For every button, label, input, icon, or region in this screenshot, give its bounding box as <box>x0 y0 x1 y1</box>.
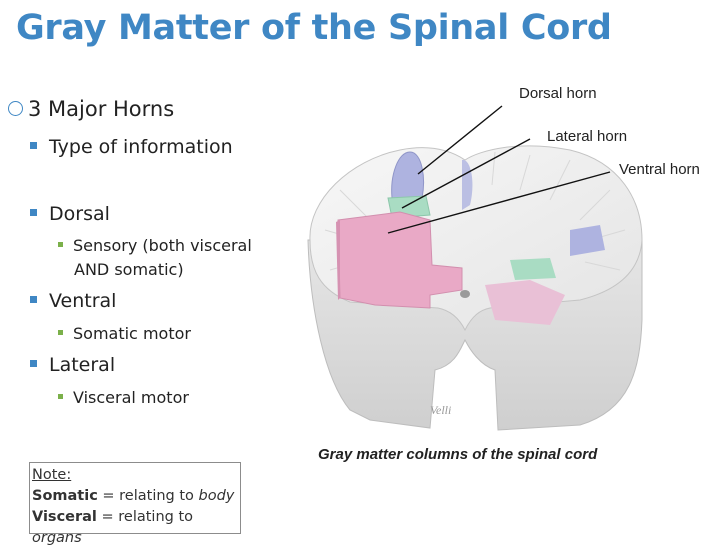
sub-bullet-visceral-motor: Visceral motor <box>58 386 189 410</box>
bullet-text: Type of information <box>49 136 233 158</box>
bullet-text-continued: AND somatic) <box>74 260 184 279</box>
bullet-text: Visceral motor <box>73 388 189 407</box>
label-ventral-horn: Ventral horn <box>619 161 700 178</box>
sub-bullet-sensory: Sensory (both visceral AND somatic) <box>58 234 252 282</box>
square-bullet-icon <box>30 142 37 149</box>
square-bullet-icon <box>30 296 37 303</box>
square-bullet-icon <box>30 209 37 216</box>
note-box: Note: Somatic = relating to body Viscera… <box>29 462 241 546</box>
bullet-type-of-information: Type of information <box>30 136 233 158</box>
note-heading: Note: <box>32 467 72 483</box>
bullet-text: Sensory (both visceral <box>73 236 252 255</box>
label-lateral-horn: Lateral horn <box>547 128 628 145</box>
artist-signature: Velli <box>430 403 451 417</box>
bullet-ventral: Ventral <box>30 290 116 312</box>
note-somatic-line: Somatic = relating to body <box>32 486 238 507</box>
bullet-dorsal: Dorsal <box>30 203 110 225</box>
square-bullet-icon <box>58 394 63 399</box>
bullet-text: Dorsal <box>49 203 110 225</box>
sub-bullet-somatic-motor: Somatic motor <box>58 322 191 346</box>
square-bullet-icon <box>30 360 37 367</box>
slide-title: Gray Matter of the Spinal Cord <box>16 8 612 48</box>
bullet-text: Somatic motor <box>73 324 191 343</box>
note-visceral-term: Visceral <box>32 509 97 525</box>
note-somatic-term: Somatic <box>32 488 98 504</box>
note-visceral-line: Visceral = relating to organs <box>32 507 238 549</box>
spinal-cord-figure: Velli <box>280 80 720 440</box>
note-somatic-eq: = relating to <box>97 488 199 504</box>
note-somatic-def: body <box>198 488 235 504</box>
square-bullet-icon <box>58 330 63 335</box>
square-bullet-icon <box>58 242 63 247</box>
spinal-cord-illustration: Velli <box>307 105 643 431</box>
bullet-major-horns: 3 Major Horns <box>8 97 174 121</box>
note-visceral-def: organs <box>32 530 82 546</box>
note-visceral-eq: = relating to <box>96 509 194 525</box>
circle-bullet-icon <box>8 100 23 116</box>
label-dorsal-horn: Dorsal horn <box>519 85 597 102</box>
bullet-text: Lateral <box>49 354 116 376</box>
bullet-text: Ventral <box>49 290 117 312</box>
figure-caption: Gray matter columns of the spinal cord <box>318 446 598 463</box>
bullet-lateral: Lateral <box>30 354 115 376</box>
bullet-text: 3 Major Horns <box>28 97 175 121</box>
